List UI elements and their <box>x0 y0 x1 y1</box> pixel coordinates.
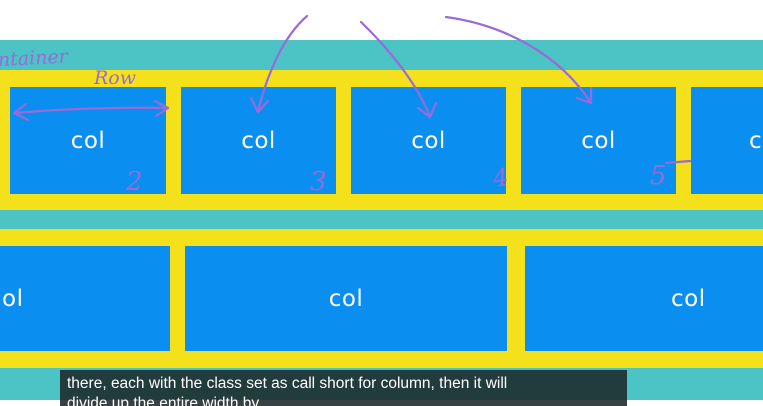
caption-line: there, each with the class set as call s… <box>67 375 508 392</box>
column-box: col <box>185 246 507 351</box>
column-label: col <box>70 127 106 154</box>
subtitle-caption: there, each with the class set as call s… <box>60 370 627 406</box>
caption-line: divide up the entire width by <box>67 395 260 406</box>
column-box: col <box>10 87 166 194</box>
column-box: col <box>351 87 506 194</box>
column-label: col <box>241 127 276 154</box>
column-box: c <box>691 87 763 194</box>
column-label: col <box>328 285 364 312</box>
column-label: col <box>671 285 706 312</box>
column-label: c <box>749 127 763 154</box>
column-label: col <box>581 127 616 154</box>
column-box: col <box>181 87 336 194</box>
column-box: col <box>525 246 763 351</box>
column-label: ol <box>2 285 24 312</box>
column-label: col <box>411 127 446 154</box>
column-box: ol <box>0 246 170 351</box>
column-box: col <box>521 87 676 194</box>
